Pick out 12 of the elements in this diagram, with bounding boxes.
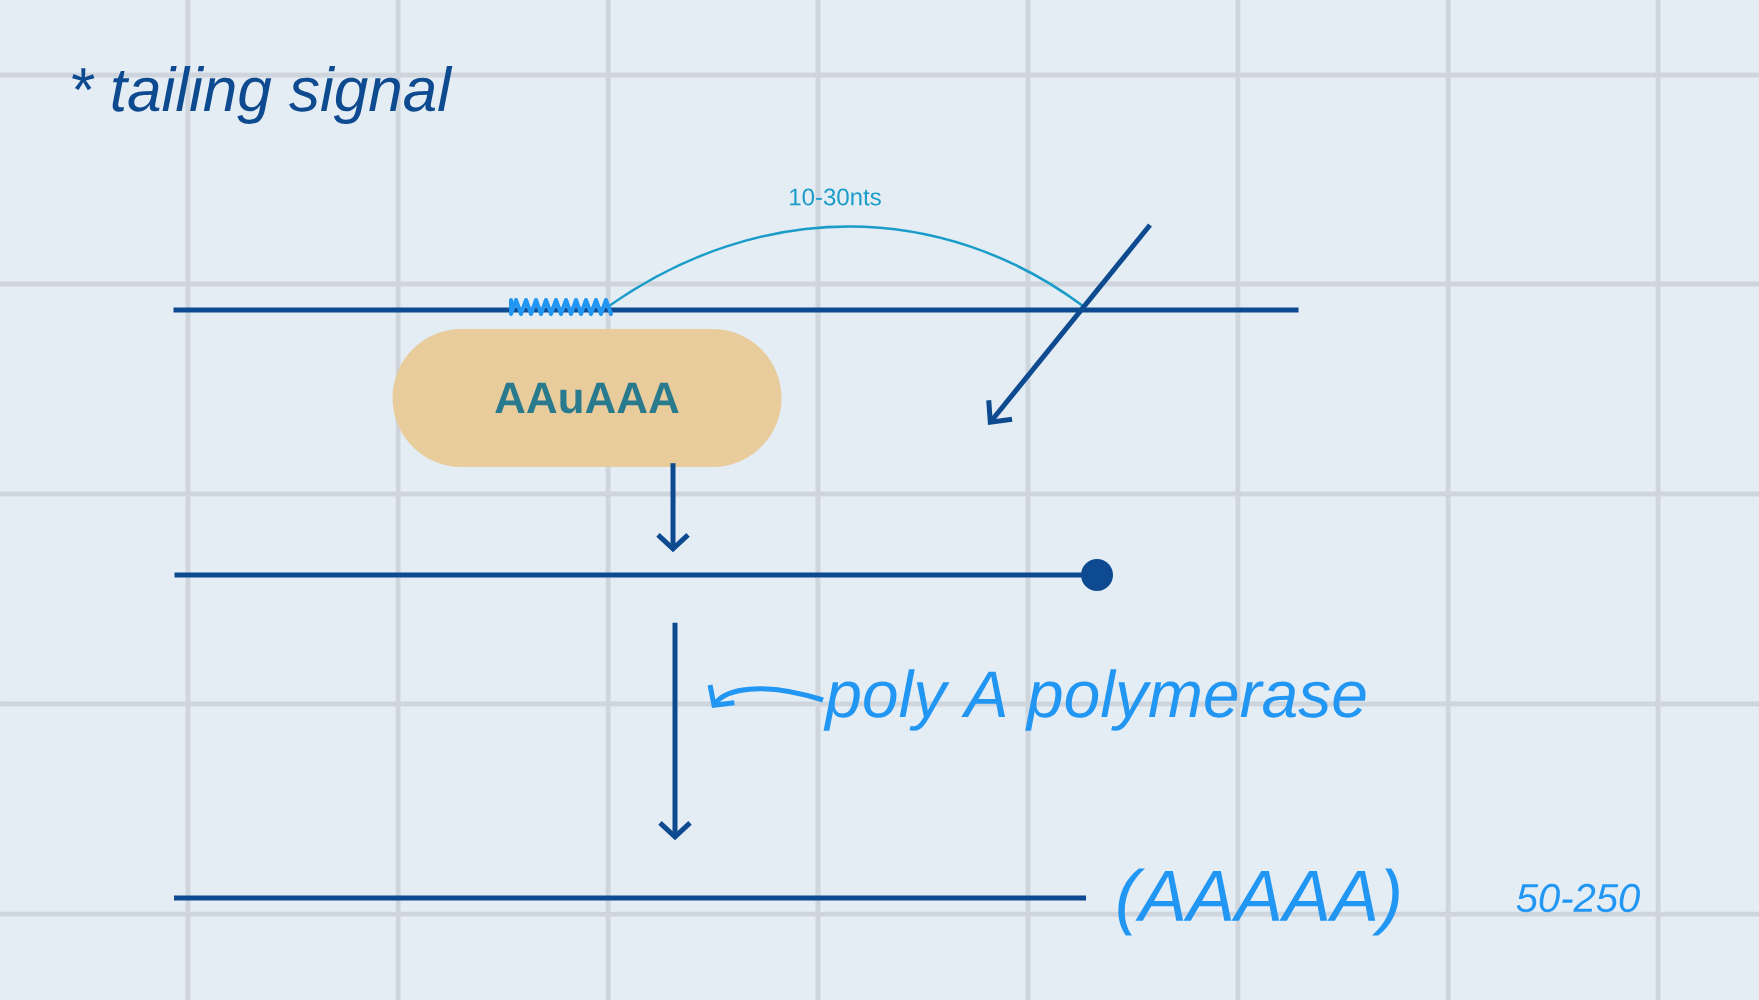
title: * tailing signal (72, 66, 453, 124)
rna-strand (174, 559, 1113, 591)
signal-pill: AAuAAA (392, 329, 782, 467)
tail-length: 50-250 (1516, 883, 1640, 913)
arrow (707, 684, 824, 708)
poly-a-tail: (AAAAA) (1118, 868, 1399, 936)
rna-strand (174, 895, 1086, 901)
enzyme-label: poly A polymerase (823, 669, 1366, 731)
arrow (656, 463, 690, 553)
arrow (658, 622, 692, 841)
dimension-label: 10-30nts (790, 188, 881, 206)
rna-strand (173, 298, 1299, 316)
